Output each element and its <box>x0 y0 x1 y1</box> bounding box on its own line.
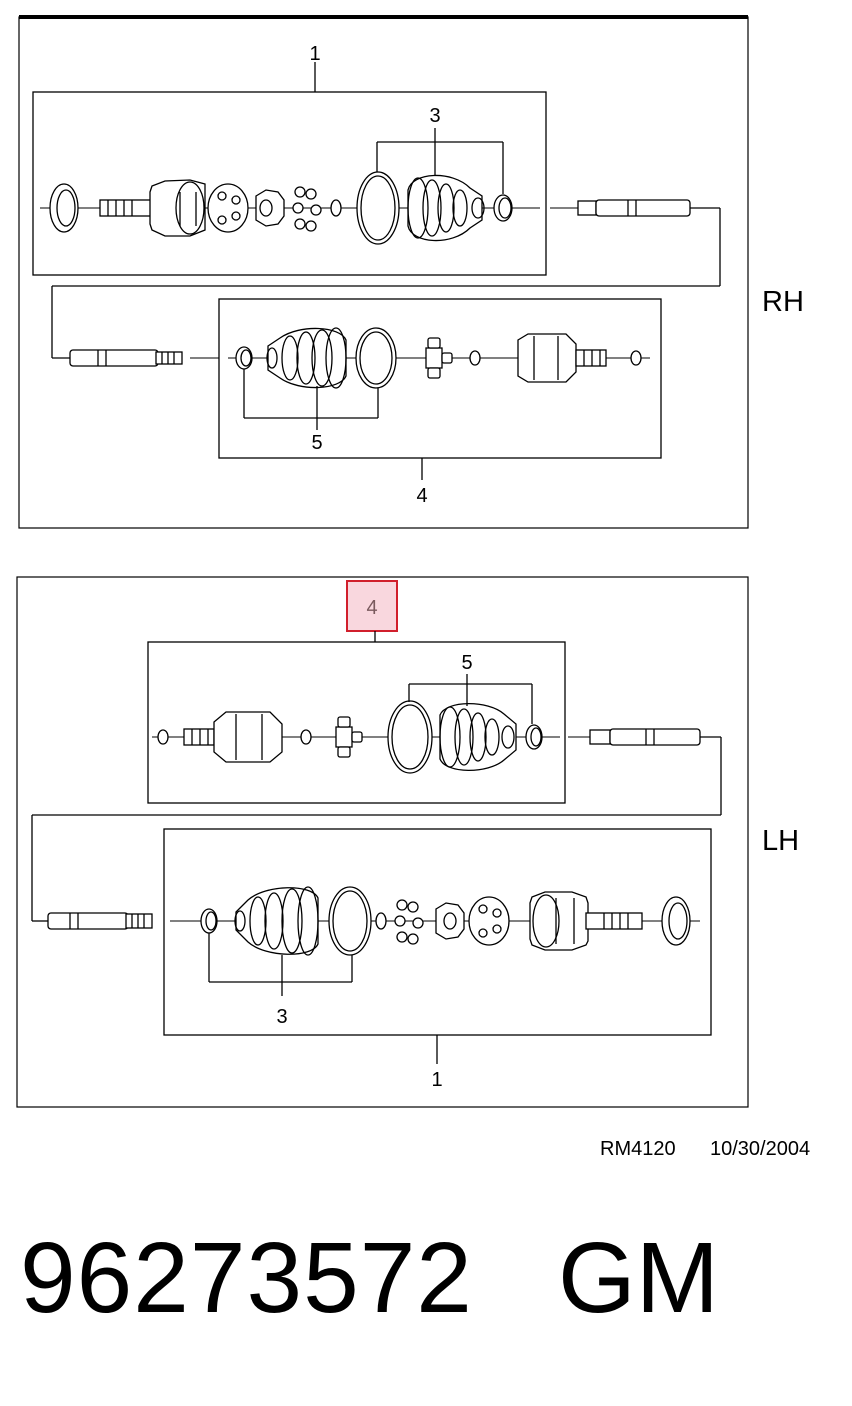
brand-name: GM <box>558 1222 720 1334</box>
rh-callout-4: 4 <box>416 485 427 507</box>
lh-callout-1: 1 <box>431 1069 442 1091</box>
drawing-reference: RM4120 <box>600 1138 676 1160</box>
lh-inner-housing <box>183 711 283 763</box>
rh-outer-joint-box <box>32 91 547 276</box>
lh-housing-seal-ring <box>157 729 169 745</box>
lh-tripod <box>335 716 363 758</box>
rh-bearing-cage <box>207 183 249 233</box>
rh-side-label: RH <box>762 286 804 318</box>
lh-callout-5: 5 <box>461 652 472 674</box>
lh-callout-3: 3 <box>276 1006 287 1028</box>
lh-side-label: LH <box>762 825 799 857</box>
lh-balls <box>394 899 424 945</box>
rh-outer-boot-clamp-small <box>493 194 513 222</box>
rh-callout-1: 1 <box>309 43 320 65</box>
rh-callout-5: 5 <box>311 432 322 454</box>
rh-inner-snap-ring <box>469 350 481 366</box>
rh-snap-ring <box>330 199 342 217</box>
lh-inner-boot-clamp-small <box>525 724 543 750</box>
lh-callout-4: 4 <box>366 597 377 619</box>
rh-inner-boot-clamp-large <box>355 327 397 389</box>
lh-inner-snap-ring <box>300 729 312 745</box>
lh-inner-boot-clamp-large <box>387 700 433 774</box>
rh-shaft-outer-end <box>51 199 721 359</box>
rh-balls <box>292 186 322 232</box>
lh-outer-boot <box>234 886 319 956</box>
rh-panel: 1 3 <box>18 15 749 529</box>
rh-outer-boot <box>407 174 485 242</box>
lh-outer-boot-clamp-small <box>200 908 218 934</box>
drawing-date: 10/30/2004 <box>710 1138 810 1160</box>
rh-tripod <box>425 337 453 379</box>
rh-housing-seal-ring <box>630 350 642 366</box>
lh-inner-joint-box <box>147 641 566 804</box>
lh-callout-4-highlight <box>346 580 398 632</box>
lh-panel: 4 <box>16 576 749 1108</box>
lh-shaft-inner-end <box>31 728 722 922</box>
rh-inner-boot-clamp-small <box>235 346 253 370</box>
lh-shaft-outer-end <box>47 912 153 930</box>
rh-inner-race <box>255 189 285 227</box>
rh-outer-ring <box>49 183 79 233</box>
lh-bearing-cage <box>468 896 510 946</box>
lh-outer-ring <box>661 896 691 946</box>
part-number: 96273572 <box>20 1222 473 1334</box>
rh-callout-3: 3 <box>429 105 440 127</box>
rh-inner-joint-box <box>218 298 662 459</box>
lh-inner-boot <box>439 703 517 771</box>
lh-outer-cv-housing <box>529 891 643 951</box>
lh-outer-boot-clamp-large <box>328 886 372 956</box>
lh-snap-ring <box>375 912 387 930</box>
rh-inner-boot <box>266 327 347 389</box>
rh-outer-cv-housing <box>99 179 206 237</box>
rh-inner-housing <box>517 333 607 383</box>
lh-inner-race <box>435 902 465 940</box>
rh-outer-boot-clamp-large <box>356 171 400 245</box>
rh-shaft-inner-end <box>69 349 183 367</box>
